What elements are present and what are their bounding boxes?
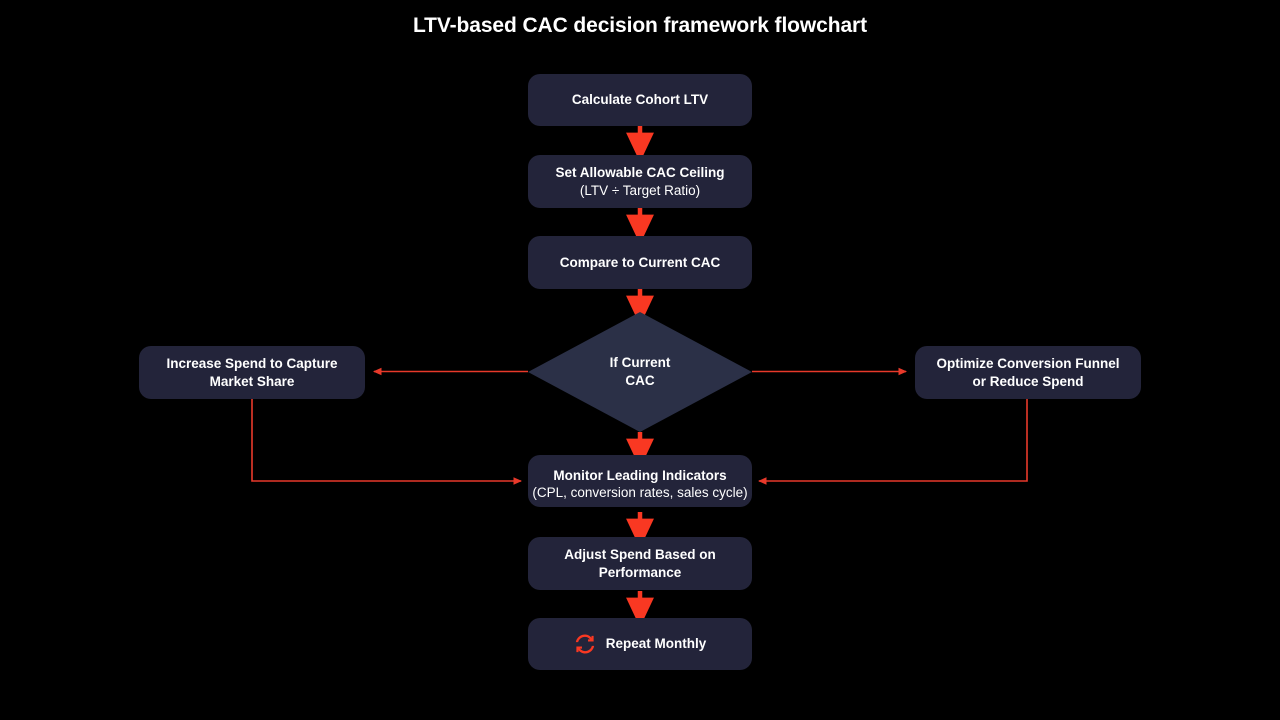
node-label-line2: (CPL, conversion rates, sales cycle) bbox=[532, 485, 748, 501]
node-label-line2: Performance bbox=[598, 564, 682, 580]
decision-label: If Current CAC bbox=[528, 312, 752, 432]
decision-label-line2: CAC bbox=[625, 373, 655, 388]
node-label-line1: Calculate Cohort LTV bbox=[571, 92, 709, 108]
node-label-line1: Increase Spend to Capture bbox=[166, 356, 338, 372]
node-label-group: Monitor Leading Indicators (CPL, convers… bbox=[515, 467, 765, 502]
page-title: LTV-based CAC decision framework flowcha… bbox=[412, 14, 867, 37]
refresh-cycle-icon bbox=[575, 634, 594, 654]
node-label-line1: Compare to Current CAC bbox=[559, 254, 721, 270]
node-label-line2: (LTV ÷ Target Ratio) bbox=[579, 182, 701, 198]
node-monitor-leading-indicators[interactable]: Monitor Leading Indicators (CPL, convers… bbox=[528, 455, 752, 507]
node-adjust-spend-based-on-performance[interactable]: Adjust Spend Based on Performance bbox=[528, 537, 752, 590]
node-increase-spend-to-capture-market-share[interactable]: Increase Spend to Capture Market Share bbox=[139, 346, 365, 399]
node-label-line1: Monitor Leading Indicators bbox=[553, 468, 727, 483]
decision-diamond-shape bbox=[528, 312, 752, 432]
node-decision-if-current-cac[interactable]: If Current CAC bbox=[528, 312, 752, 432]
node-label-line2: or Reduce Spend bbox=[972, 373, 1084, 389]
node-compare-to-current-cac[interactable]: Compare to Current CAC bbox=[528, 236, 752, 289]
node-calculate-cohort-ltv[interactable]: Calculate Cohort LTV bbox=[528, 74, 752, 126]
repeat-row: Repeat Monthly bbox=[574, 633, 707, 655]
node-label-line1: Optimize Conversion Funnel bbox=[936, 356, 1120, 372]
node-optimize-conversion-funnel-or-reduce-spend[interactable]: Optimize Conversion Funnel or Reduce Spe… bbox=[915, 346, 1141, 399]
node-set-allowable-cac-ceiling[interactable]: Set Allowable CAC Ceiling (LTV ÷ Target … bbox=[528, 155, 752, 208]
node-label-line1: Set Allowable CAC Ceiling bbox=[555, 165, 725, 181]
node-label-line1: Adjust Spend Based on bbox=[564, 547, 716, 563]
node-label-line1: Repeat Monthly bbox=[605, 636, 707, 652]
node-repeat-monthly[interactable]: Repeat Monthly bbox=[528, 618, 752, 670]
connector-optimize-funnel-to-monitor bbox=[758, 399, 1028, 485]
connector-increase-spend-to-monitor bbox=[251, 399, 522, 485]
decision-label-line1: If Current bbox=[609, 354, 671, 370]
node-label-line2: Market Share bbox=[209, 373, 295, 389]
